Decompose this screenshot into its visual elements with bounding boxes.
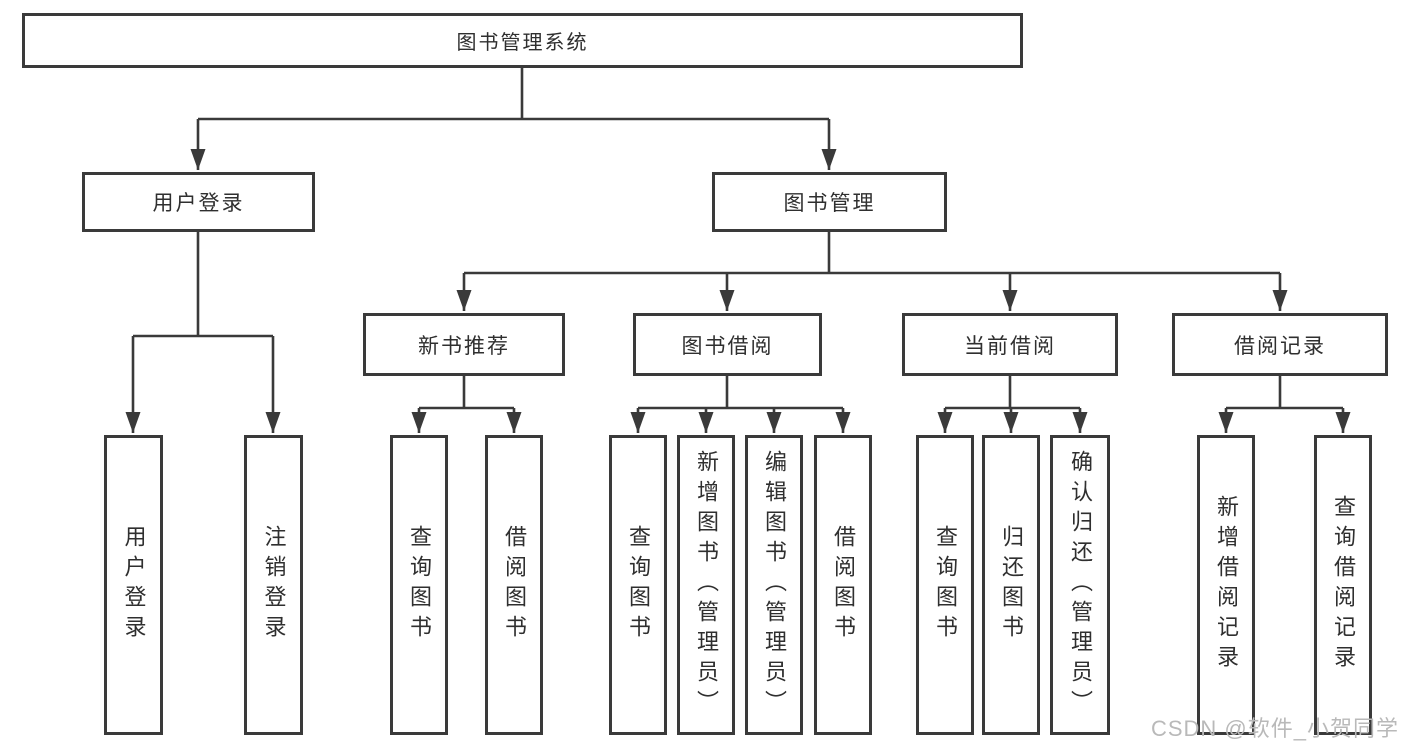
node-label: 查询图书 (407, 525, 432, 645)
node-label: 新增图书（管理员） (694, 450, 719, 720)
node-book-borrowing: 图书借阅 (633, 313, 822, 376)
leaf-borrow-books: 借阅图书 (814, 435, 872, 735)
node-current-borrowing: 当前借阅 (902, 313, 1118, 376)
node-label: 归还图书 (999, 525, 1024, 645)
node-label: 查询图书 (933, 525, 958, 645)
leaf-query-books: 查询图书 (609, 435, 667, 735)
node-label: 图书管理系统 (456, 32, 589, 54)
node-label: 用户登录 (121, 525, 147, 645)
csdn-watermark: CSDN @软件_小贺同学 (1150, 716, 1399, 741)
node-label: 注销登录 (261, 525, 287, 645)
node-user-login-module: 用户登录 (82, 172, 315, 232)
leaf-user-login: 用户登录 (104, 435, 163, 735)
node-label: 查询借阅记录 (1331, 495, 1356, 675)
node-label: 新增借阅记录 (1214, 495, 1239, 675)
leaf-return-books: 归还图书 (982, 435, 1040, 735)
leaf-query-books: 查询图书 (916, 435, 974, 735)
node-borrowing-records: 借阅记录 (1172, 313, 1388, 376)
node-label: 新书推荐 (418, 334, 510, 358)
node-label: 编辑图书（管理员） (762, 450, 787, 720)
node-label: 借阅图书 (502, 525, 527, 645)
leaf-add-books-admin: 新增图书（管理员） (677, 435, 735, 735)
leaf-confirm-return-admin: 确认归还（管理员） (1050, 435, 1110, 735)
leaf-borrow-books: 借阅图书 (485, 435, 543, 735)
node-label: 用户登录 (152, 192, 245, 215)
leaf-edit-books-admin: 编辑图书（管理员） (745, 435, 803, 735)
node-label: 图书管理 (783, 192, 876, 215)
node-library-management-system: 图书管理系统 (22, 13, 1023, 68)
node-label: 确认归还（管理员） (1068, 450, 1093, 720)
node-label: 借阅图书 (831, 525, 856, 645)
node-label: 查询图书 (626, 525, 651, 645)
leaf-add-borrow-record: 新增借阅记录 (1197, 435, 1255, 735)
leaf-query-borrow-record: 查询借阅记录 (1314, 435, 1372, 735)
node-book-management-module: 图书管理 (712, 172, 947, 232)
node-label: 借阅记录 (1234, 334, 1326, 358)
node-label: 图书借阅 (681, 334, 774, 358)
node-new-book-recommendation: 新书推荐 (363, 313, 565, 376)
leaf-query-books: 查询图书 (390, 435, 448, 735)
leaf-logout: 注销登录 (244, 435, 303, 735)
node-label: 当前借阅 (964, 334, 1056, 358)
